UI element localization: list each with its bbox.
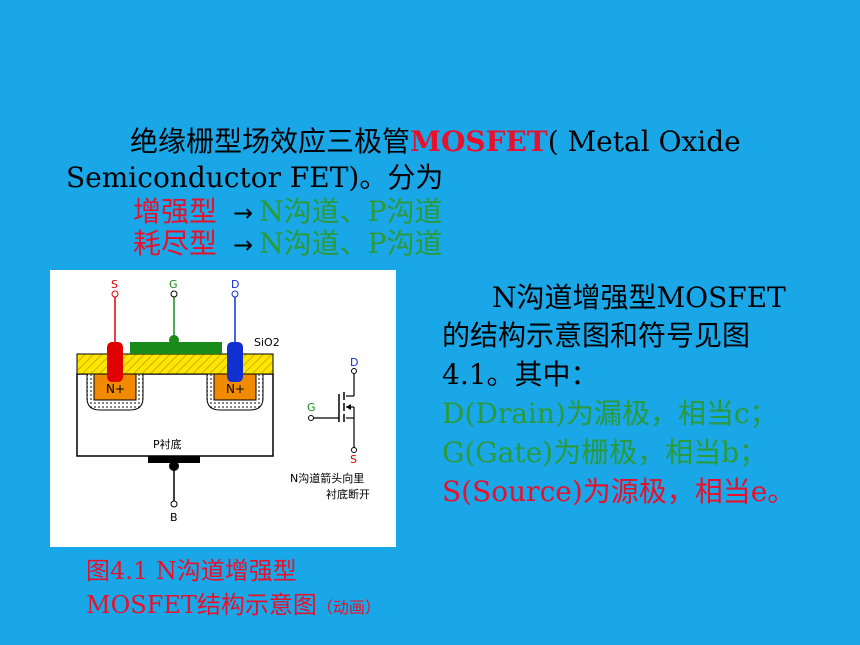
gate-label: G <box>169 278 178 291</box>
type-value: N沟道、P沟道 <box>259 227 443 260</box>
intro-text: 绝缘栅型场效应三极管 <box>130 125 411 158</box>
mosfet-structure-figure: N+ N+ G S D SiO2 P衬底 B D <box>50 270 396 547</box>
bulk-label: B <box>170 511 178 524</box>
description-line-2: 的结构示意图和符号见图 <box>442 319 751 352</box>
description-line-3: 4.1。其中： <box>442 358 599 391</box>
intro-line-2: Semiconductor FET)。分为 <box>66 161 444 194</box>
type-label: 增强型 <box>133 195 218 228</box>
type-depletion: 耗尽型 →N沟道、P沟道 <box>133 222 442 262</box>
type-enhancement: 增强型 →N沟道、P沟道 <box>133 190 442 230</box>
type-value: N沟道、P沟道 <box>259 195 443 228</box>
source-label: S <box>111 278 118 291</box>
symbol-s-label: S <box>350 453 357 466</box>
figure-caption-line-1: 图4.1 N沟道增强型 <box>86 557 297 585</box>
drain-label: D <box>231 278 239 291</box>
gate-electrode <box>130 342 222 354</box>
drain-electrode <box>227 342 243 382</box>
note-line-1: N沟道箭头向里 <box>290 471 364 485</box>
n-plus-left-label: N+ <box>106 382 125 396</box>
bulk-electrode <box>148 456 200 463</box>
sio2-label: SiO2 <box>254 336 280 349</box>
source-terminal <box>111 290 119 298</box>
arrow-icon: → <box>233 199 254 227</box>
gate-contact <box>169 335 179 345</box>
note-line-2: 衬底断开 <box>326 487 370 501</box>
intro-line-1: 绝缘栅型场效应三极管MOSFET( Metal Oxide <box>130 120 741 160</box>
symbol-d-label: D <box>350 356 358 369</box>
bulk-terminal <box>170 500 178 508</box>
description-drain: D(Drain)为漏极，相当c； <box>442 397 778 430</box>
description-gate: G(Gate)为栅极，相当b； <box>442 436 768 469</box>
figure-caption-line-2[interactable]: MOSFET结构示意图（动画） <box>86 585 381 620</box>
description-source: S(Source)为源极，相当e。 <box>442 475 796 508</box>
gate-terminal <box>170 290 178 298</box>
n-plus-right <box>213 373 257 401</box>
mosfet-diagram: N+ N+ G S D SiO2 P衬底 B D <box>76 278 370 524</box>
mosfet-highlight: MOSFET <box>410 125 548 158</box>
type-label: 耗尽型 <box>133 227 218 260</box>
animation-link[interactable]: （动画） <box>316 598 381 617</box>
symbol-g-label: G <box>307 401 316 414</box>
caption-text: MOSFET结构示意图 <box>86 591 317 619</box>
drain-terminal <box>231 290 239 298</box>
sio2-layer <box>76 353 274 375</box>
description-line-1: N沟道增强型MOSFET <box>492 281 786 314</box>
n-plus-right-label: N+ <box>226 382 245 396</box>
substrate-label: P衬底 <box>153 437 182 451</box>
arrow-icon: → <box>233 231 254 259</box>
mosfet-symbol: D G S <box>307 356 358 466</box>
source-electrode <box>107 342 123 382</box>
intro-text-suffix: ( Metal Oxide <box>547 125 741 158</box>
